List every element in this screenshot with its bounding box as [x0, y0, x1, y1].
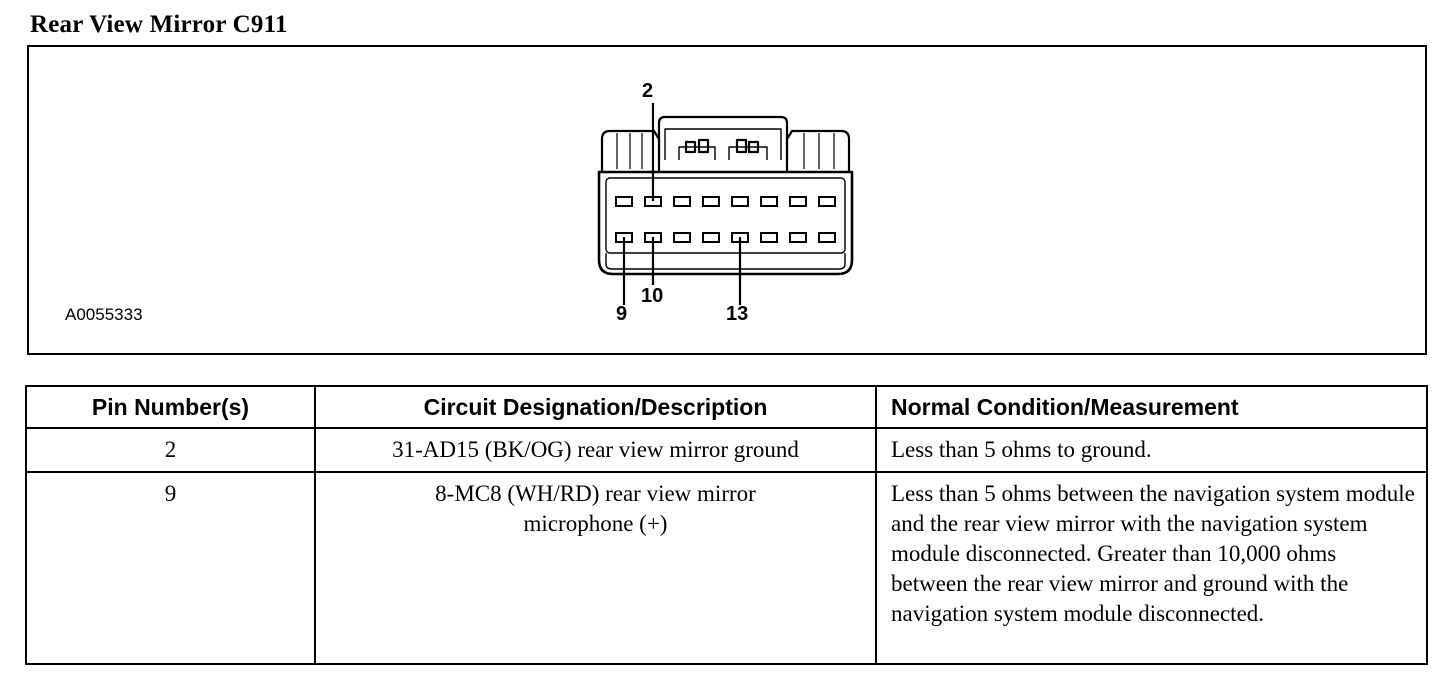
column-header-pin: Pin Number(s)	[25, 385, 316, 429]
column-header-circuit: Circuit Designation/Description	[314, 385, 877, 429]
pin-label-9: 9	[616, 303, 628, 325]
column-header-condition: Normal Condition/Measurement	[875, 385, 1428, 429]
figure-code: A0055333	[65, 305, 143, 324]
condition-cell: Less than 5 ohms between the navigation …	[875, 471, 1428, 665]
pin-table: Pin Number(s) Circuit Designation/Descri…	[25, 385, 1428, 665]
table-row: 2 31-AD15 (BK/OG) rear view mirror groun…	[25, 427, 1428, 473]
circuit-cell: 31-AD15 (BK/OG) rear view mirror ground	[314, 427, 877, 473]
circuit-line: 31-AD15 (BK/OG) rear view mirror ground	[392, 437, 799, 462]
circuit-line: 8-MC8 (WH/RD) rear view mirror	[435, 481, 756, 506]
circuit-cell: 8-MC8 (WH/RD) rear view mirror microphon…	[314, 471, 877, 665]
pin-label-13: 13	[726, 303, 749, 325]
connector-diagram	[597, 103, 854, 305]
pin-label-2: 2	[642, 80, 654, 102]
circuit-line: microphone (+)	[523, 511, 668, 536]
pin-label-10: 10	[641, 285, 664, 307]
pin-number-cell: 9	[25, 471, 316, 665]
pin-number-cell: 2	[25, 427, 316, 473]
condition-cell: Less than 5 ohms to ground.	[875, 427, 1428, 473]
connector-figure: 2 9 10 13 A0055333	[27, 45, 1427, 355]
page-title: Rear View Mirror C911	[30, 11, 288, 38]
table-row: 9 8-MC8 (WH/RD) rear view mirror microph…	[25, 471, 1428, 665]
table-header-row: Pin Number(s) Circuit Designation/Descri…	[25, 385, 1428, 429]
